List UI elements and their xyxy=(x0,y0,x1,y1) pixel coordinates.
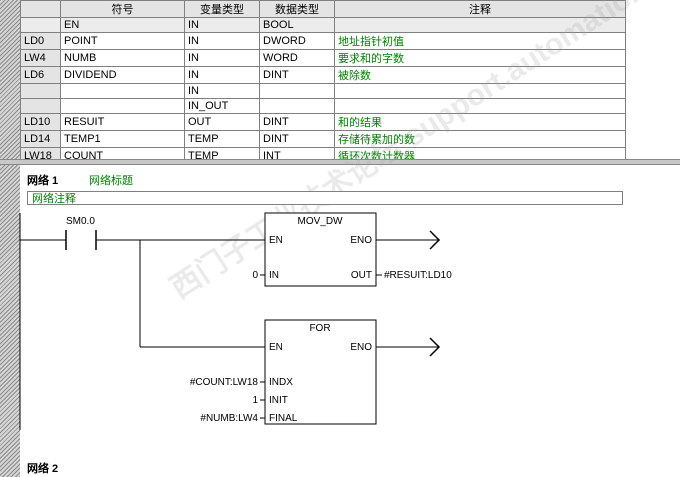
contact-label: SM0.0 xyxy=(66,216,95,227)
table-row[interactable]: LD0 POINT IN DWORD 地址指针初值 xyxy=(20,32,626,50)
table-row[interactable]: IN xyxy=(20,83,626,99)
for-indx-value[interactable]: #COUNT:LW18 xyxy=(190,377,259,388)
cell-symbol[interactable]: DIVIDEND xyxy=(60,66,185,84)
cell-data-type[interactable]: BOOL xyxy=(259,17,335,33)
cell-symbol[interactable]: EN xyxy=(60,17,185,33)
variable-table: 符号 变量类型 数据类型 注释 EN IN BOOL LD0 POINT IN … xyxy=(20,0,626,165)
cell-addr: LD0 xyxy=(20,32,61,50)
mov-in-pin: IN xyxy=(269,270,279,281)
editor-margin xyxy=(0,165,20,477)
cell-comment[interactable] xyxy=(334,17,626,33)
cell-comment[interactable]: 地址指针初值 xyxy=(334,32,626,50)
for-en-pin: EN xyxy=(269,342,283,353)
coil-arrow-icon xyxy=(429,337,441,357)
cell-var-type[interactable]: IN_OUT xyxy=(184,98,260,114)
cell-comment[interactable]: 和的结果 xyxy=(334,113,626,131)
cell-var-type[interactable]: OUT xyxy=(184,113,260,131)
table-header-row: 符号 变量类型 数据类型 注释 xyxy=(20,0,626,18)
cell-data-type[interactable]: DWORD xyxy=(259,32,335,50)
for-title: FOR xyxy=(309,323,330,334)
mov-dw-box[interactable] xyxy=(264,212,377,287)
for-indx-pin: INDX xyxy=(269,377,293,388)
network-1-name[interactable]: 网络标题 xyxy=(89,175,133,187)
cell-symbol[interactable]: POINT xyxy=(60,32,185,50)
cell-addr xyxy=(20,17,61,33)
cell-addr xyxy=(20,98,61,114)
cell-comment[interactable]: 存储待累加的数 xyxy=(334,130,626,148)
header-var-type[interactable]: 变量类型 xyxy=(184,0,260,18)
for-eno-pin: ENO xyxy=(350,342,372,353)
mov-en-pin: EN xyxy=(269,235,283,246)
cell-addr: LD14 xyxy=(20,130,61,148)
network-1-title[interactable]: 网络 1 xyxy=(27,175,59,187)
header-symbol[interactable]: 符号 xyxy=(60,0,185,18)
cell-addr: LD6 xyxy=(20,66,61,84)
table-margin xyxy=(0,0,20,159)
network-2-title[interactable]: 网络 2 xyxy=(27,463,59,475)
for-final-value[interactable]: #NUMB:LW4 xyxy=(200,413,258,424)
cell-addr: LW4 xyxy=(20,49,61,67)
for-final-pin: FINAL xyxy=(269,413,298,424)
cell-symbol[interactable]: NUMB xyxy=(60,49,185,67)
table-row[interactable]: LW4 NUMB IN WORD 要求和的字数 xyxy=(20,49,626,67)
mov-in-value[interactable]: 0 xyxy=(252,270,258,281)
mov-dw-title: MOV_DW xyxy=(298,216,344,227)
network-1-comment[interactable]: 网络注释 xyxy=(27,191,623,205)
for-init-pin: INIT xyxy=(269,395,288,406)
mov-out-value[interactable]: #RESUIT:LD10 xyxy=(384,270,452,281)
mov-out-pin: OUT xyxy=(351,270,372,281)
mov-eno-pin: ENO xyxy=(350,235,372,246)
for-box[interactable] xyxy=(264,319,377,425)
for-init-value[interactable]: 1 xyxy=(252,395,258,406)
coil-arrow-icon xyxy=(429,230,441,250)
table-row[interactable]: LD10 RESUIT OUT DINT 和的结果 xyxy=(20,113,626,131)
contact-sm0-0[interactable] xyxy=(65,230,97,250)
table-row[interactable]: LD14 TEMP1 TEMP DINT 存储待累加的数 xyxy=(20,130,626,148)
splitter-bar[interactable] xyxy=(0,159,680,165)
